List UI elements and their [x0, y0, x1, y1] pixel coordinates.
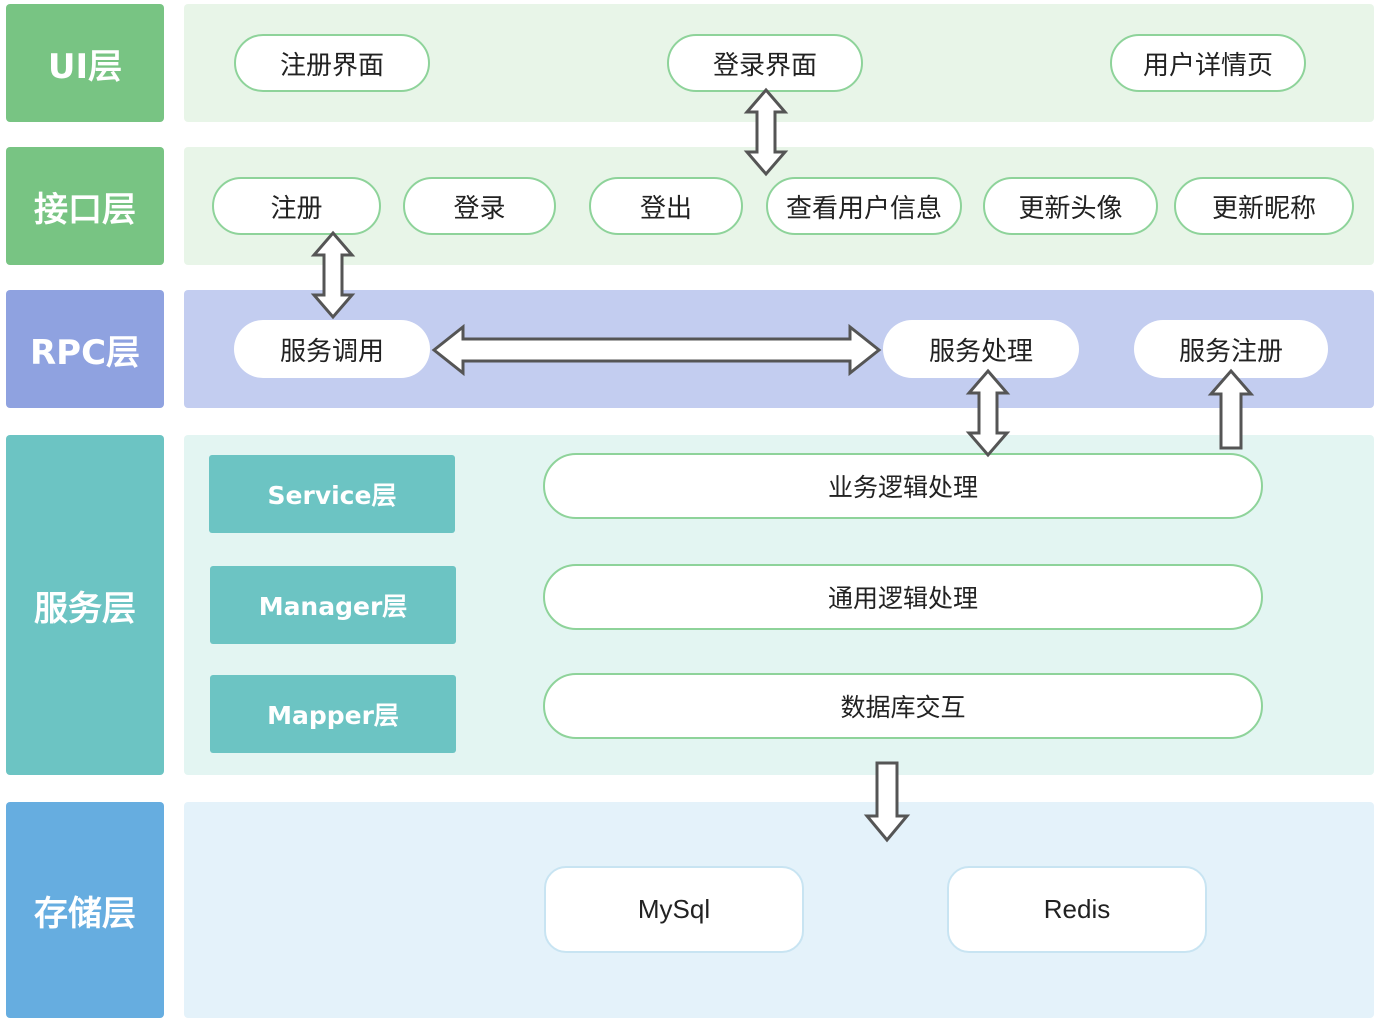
api-item-login: 登录 — [403, 177, 556, 235]
storage-item-mysql: MySql — [544, 866, 804, 953]
api-item-update-nickname: 更新昵称 — [1174, 177, 1354, 235]
storage-layer-label: 存储层 — [6, 802, 164, 1018]
service-layer-label: 服务层 — [6, 435, 164, 775]
api-item-register: 注册 — [212, 177, 381, 235]
ui-item-register-page: 注册界面 — [234, 34, 430, 92]
manager-sublayer-label: Manager层 — [210, 566, 456, 644]
rpc-layer-label: RPC层 — [6, 290, 164, 408]
service-item-common-logic: 通用逻辑处理 — [543, 564, 1263, 630]
service-item-business-logic: 业务逻辑处理 — [543, 453, 1263, 519]
storage-item-redis: Redis — [947, 866, 1207, 953]
api-item-logout: 登出 — [589, 177, 743, 235]
api-item-update-avatar: 更新头像 — [983, 177, 1158, 235]
api-item-view-user-info: 查看用户信息 — [766, 177, 962, 235]
ui-item-login-page: 登录界面 — [667, 34, 863, 92]
service-sublayer-label: Service层 — [209, 455, 455, 533]
rpc-item-service-handle: 服务处理 — [883, 320, 1079, 378]
service-item-db-interaction: 数据库交互 — [543, 673, 1263, 739]
api-layer-label: 接口层 — [6, 147, 164, 265]
rpc-item-service-register: 服务注册 — [1134, 320, 1328, 378]
mapper-sublayer-label: Mapper层 — [210, 675, 456, 753]
ui-item-user-detail-page: 用户详情页 — [1110, 34, 1306, 92]
rpc-item-service-call: 服务调用 — [234, 320, 430, 378]
ui-layer-label: UI层 — [6, 4, 164, 122]
